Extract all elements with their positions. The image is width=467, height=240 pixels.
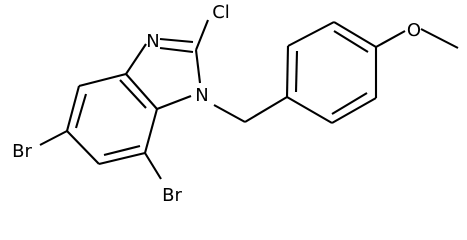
atom-label-n1: N — [195, 85, 208, 106]
bond-ring-c-inner — [333, 30, 369, 53]
bond-ring-c — [333, 21, 377, 48]
molecule-structure: N Cl N O Br Br — [12, 2, 459, 206]
bond-c4-c5 — [65, 85, 81, 132]
bond-ring-o — [375, 30, 406, 48]
bond-lines — [39, 19, 459, 180]
bond-ring-e-inner — [331, 92, 368, 115]
atom-label-n3: N — [146, 31, 159, 52]
bond-c4-c5-inner — [74, 93, 88, 129]
bond-c5-br — [39, 130, 68, 146]
bond-c5-c6 — [66, 130, 100, 165]
bond-ring-b — [287, 21, 335, 47]
atom-label-o: O — [407, 20, 421, 41]
atom-labels: N Cl N O Br Br — [12, 2, 421, 206]
bond-c2-n1 — [194, 49, 202, 84]
bond-c3a-c4 — [78, 72, 127, 88]
bond-c6-c7 — [98, 151, 146, 166]
bond-c7a-c3a — [125, 73, 158, 110]
atom-label-cl: Cl — [212, 2, 230, 23]
bond-ch2-aryl — [244, 96, 288, 123]
bond-n3-c2-inner — [159, 46, 194, 54]
bond-c6-c7-inner — [103, 144, 141, 157]
bond-o-methyl — [420, 28, 459, 49]
bond-c3a-n3 — [125, 43, 147, 75]
bond-n3-c2 — [159, 37, 194, 44]
bond-ring-a — [285, 45, 290, 98]
bond-ring-f — [286, 96, 333, 124]
bond-n1-ch2 — [213, 104, 246, 123]
bond-ring-e — [331, 97, 377, 124]
bond-ring-a-inner — [294, 50, 299, 93]
bond-c2-cl — [195, 19, 209, 51]
bond-c7a-c3a-inner — [119, 79, 147, 109]
bond-c7-br — [144, 152, 162, 180]
atom-label-br7: Br — [162, 185, 182, 206]
atom-label-br5: Br — [12, 141, 32, 162]
bond-n1-c7a — [156, 95, 192, 110]
structure-diagram: N Cl N O Br Br — [12, 2, 459, 206]
bond-c7-c7a — [143, 108, 159, 154]
